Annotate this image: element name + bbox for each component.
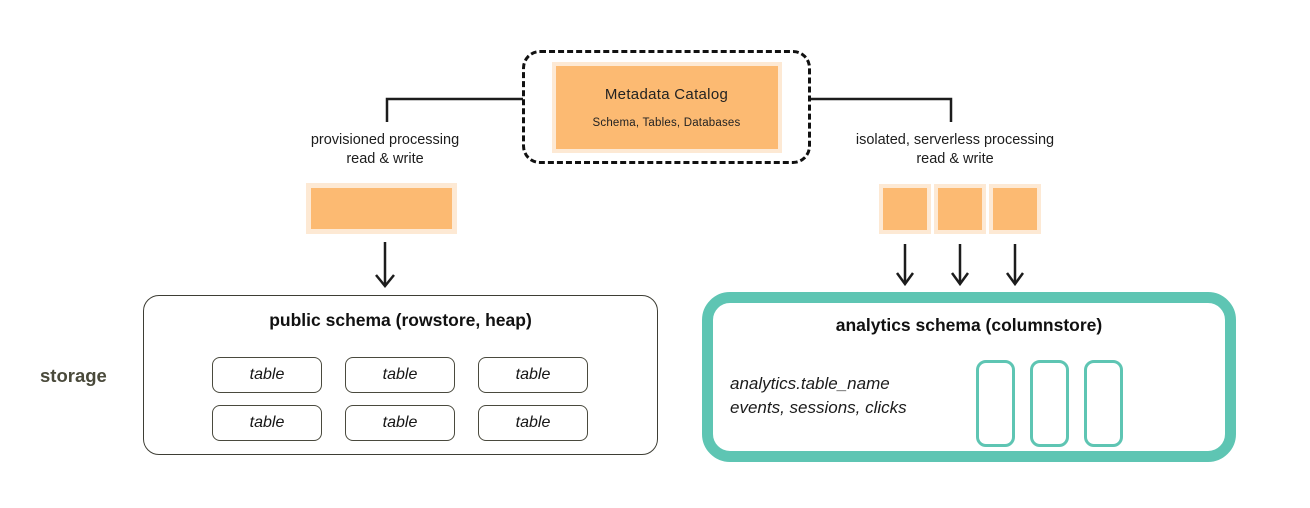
provisioned-processing-label-line2: read & write bbox=[346, 151, 424, 167]
analytics-schema-title: analytics schema (columnstore) bbox=[835, 315, 1103, 335]
metadata-catalog-subtitle: Schema, Tables, Databases bbox=[592, 116, 741, 129]
serverless-compute-block-3 bbox=[989, 184, 1041, 234]
columnstore-segment bbox=[976, 360, 1015, 447]
metadata-catalog-card: Metadata Catalog Schema, Tables, Databas… bbox=[551, 61, 782, 153]
table-chip: table bbox=[478, 405, 588, 441]
serverless-compute-block-1 bbox=[879, 184, 931, 234]
table-chip-label: table bbox=[382, 366, 418, 383]
table-chip: table bbox=[478, 357, 588, 393]
table-chip-label: table bbox=[515, 366, 551, 383]
left-connector-line bbox=[385, 97, 523, 122]
provisioned-processing-label: provisioned processing read & write bbox=[260, 131, 510, 169]
table-chip-label: table bbox=[249, 366, 285, 383]
serverless-processing-label: isolated, serverless processing read & w… bbox=[830, 131, 1080, 169]
columnstore-segment bbox=[1084, 360, 1123, 447]
public-schema-box: public schema (rowstore, heap) table tab… bbox=[143, 295, 658, 455]
analytics-schema-box: analytics schema (columnstore) analytics… bbox=[702, 292, 1236, 462]
down-arrow-icon bbox=[1005, 244, 1025, 287]
right-connector-line bbox=[811, 97, 953, 122]
serverless-processing-label-line1: isolated, serverless processing bbox=[855, 132, 1055, 148]
columnstore-segment bbox=[1030, 360, 1069, 447]
table-chip-label: table bbox=[515, 414, 551, 431]
metadata-catalog-title: Metadata Catalog bbox=[604, 85, 729, 103]
table-chip: table bbox=[345, 405, 455, 441]
table-chip-label: table bbox=[249, 414, 285, 431]
analytics-caption-line1: analytics.table_name bbox=[730, 374, 890, 393]
columnstore-segments bbox=[976, 360, 1123, 447]
storage-label: storage bbox=[40, 365, 107, 386]
table-chip: table bbox=[212, 357, 322, 393]
serverless-processing-label-line2: read & write bbox=[916, 151, 994, 167]
provisioned-processing-label-line1: provisioned processing bbox=[310, 132, 460, 148]
analytics-caption: analytics.table_name events, sessions, c… bbox=[730, 372, 907, 420]
provisioned-compute-block bbox=[306, 183, 457, 234]
table-chip: table bbox=[212, 405, 322, 441]
down-arrow-icon bbox=[375, 242, 395, 288]
down-arrow-icon bbox=[950, 244, 970, 287]
table-grid: table table table table table table bbox=[212, 357, 588, 441]
down-arrow-icon bbox=[895, 244, 915, 287]
public-schema-title: public schema (rowstore, heap) bbox=[269, 310, 532, 330]
metadata-catalog-box: Metadata Catalog Schema, Tables, Databas… bbox=[522, 50, 811, 164]
analytics-caption-line2: events, sessions, clicks bbox=[730, 398, 907, 417]
serverless-compute-block-2 bbox=[934, 184, 986, 234]
table-chip-label: table bbox=[382, 414, 418, 431]
table-chip: table bbox=[345, 357, 455, 393]
